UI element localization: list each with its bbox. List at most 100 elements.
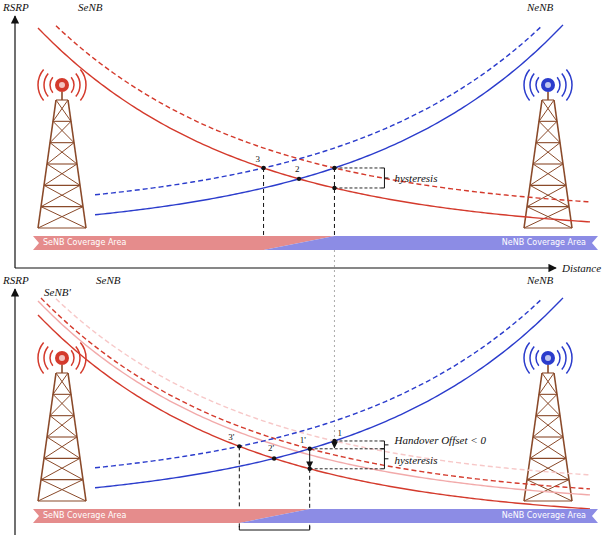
radio-wave xyxy=(44,73,48,96)
tower-strut xyxy=(533,163,563,164)
senb-rsrp-curve xyxy=(38,28,590,222)
tower-brace xyxy=(56,100,71,121)
tower-strut xyxy=(524,500,572,501)
tower-brace xyxy=(38,207,83,228)
axis-or-annotation-label: SeNB' xyxy=(44,286,71,298)
radio-wave xyxy=(557,77,560,92)
radio-wave xyxy=(557,350,560,365)
tower-brace xyxy=(536,416,563,437)
axis-or-annotation-label: SeNB xyxy=(78,1,102,13)
tower-brace xyxy=(47,164,80,185)
tower-brace xyxy=(41,207,86,228)
antenna-core xyxy=(59,82,65,88)
radio-wave xyxy=(536,350,539,365)
level-guide xyxy=(310,448,381,449)
y-axis xyxy=(14,289,15,535)
nenb-rsrp-curve xyxy=(95,298,563,488)
crossing-point xyxy=(307,467,311,471)
tower-brace xyxy=(50,394,71,415)
tower-strut xyxy=(524,227,572,228)
radio-wave xyxy=(71,77,74,92)
crossing-point xyxy=(332,186,336,190)
axis-or-annotation-label: RSRP xyxy=(3,1,29,13)
tower-brace xyxy=(536,394,557,415)
tower-brace xyxy=(536,121,557,142)
axis-or-annotation-label: hysteresis xyxy=(394,454,437,466)
tower-strut xyxy=(533,436,563,437)
callout-number: 2 xyxy=(295,164,300,174)
cell-tower xyxy=(524,343,572,501)
tower-brace xyxy=(53,373,68,394)
tower-brace xyxy=(542,100,557,121)
tower-brace xyxy=(56,373,71,394)
bracket xyxy=(380,441,388,449)
level-guide xyxy=(334,187,380,188)
tower-strut xyxy=(536,415,560,416)
radio-wave xyxy=(530,346,534,369)
tower-brace xyxy=(53,121,74,142)
callout-number: 3' xyxy=(228,432,234,442)
tower-strut xyxy=(38,227,86,228)
tower-brace xyxy=(527,458,566,479)
radio-wave xyxy=(38,343,44,374)
offset-arrow xyxy=(309,449,310,468)
callout-number: 1' xyxy=(300,435,306,445)
tower-strut xyxy=(530,458,566,459)
tower-strut xyxy=(53,121,71,122)
tower-brace xyxy=(527,185,566,206)
tower-strut xyxy=(41,206,83,207)
level-guide xyxy=(334,167,380,168)
crossing-point xyxy=(307,447,311,451)
axis-or-annotation-label: SeNB xyxy=(96,274,120,286)
radio-wave xyxy=(530,73,534,96)
y-axis xyxy=(14,16,15,268)
level-guide xyxy=(310,468,381,469)
bracket xyxy=(380,168,388,188)
tower-brace xyxy=(44,164,77,185)
tower-brace xyxy=(41,185,80,206)
radio-wave xyxy=(44,346,48,369)
tower-brace xyxy=(44,437,77,458)
crossing-point xyxy=(261,166,265,170)
radio-wave xyxy=(50,350,53,365)
nenb-hysteresis-curve xyxy=(95,299,542,468)
tower-brace xyxy=(530,458,569,479)
antenna-disc xyxy=(541,351,555,365)
callout-number: 3 xyxy=(256,154,261,164)
callout-number: 1 xyxy=(337,428,342,438)
senb-rsrp-curve xyxy=(38,315,590,509)
tower-strut xyxy=(539,394,557,395)
radio-wave xyxy=(562,73,566,96)
tower-brace xyxy=(539,121,560,142)
radio-wave xyxy=(562,346,566,369)
cell-tower xyxy=(38,70,86,228)
axis-or-annotation-label: RSRP xyxy=(3,274,29,286)
tower-strut xyxy=(44,458,80,459)
tower-brace xyxy=(53,394,74,415)
tower-brace xyxy=(539,373,554,394)
tower-strut xyxy=(50,415,74,416)
tower-brace xyxy=(50,121,71,142)
axis-or-annotation-label: Handover Offset < 0 xyxy=(394,434,485,446)
tower-brace xyxy=(533,164,566,185)
tower-brace xyxy=(542,373,557,394)
crossing-point xyxy=(297,177,301,181)
crossing-point xyxy=(332,439,336,443)
tower-strut xyxy=(530,185,566,186)
tower-mast xyxy=(61,92,63,100)
tower-brace xyxy=(530,164,563,185)
tower-brace xyxy=(539,100,554,121)
callout-number: 2' xyxy=(268,443,274,453)
radio-wave xyxy=(71,350,74,365)
tower-strut xyxy=(536,142,560,143)
antenna-core xyxy=(59,355,65,361)
antenna-disc xyxy=(541,78,555,92)
antenna-core xyxy=(545,355,551,361)
bracket xyxy=(380,449,388,469)
tower-brace xyxy=(47,416,74,437)
area-shift-bracket xyxy=(239,526,309,530)
radio-wave xyxy=(566,70,572,101)
radio-wave xyxy=(50,77,53,92)
alignment-line xyxy=(334,250,335,441)
tower-strut xyxy=(38,500,86,501)
